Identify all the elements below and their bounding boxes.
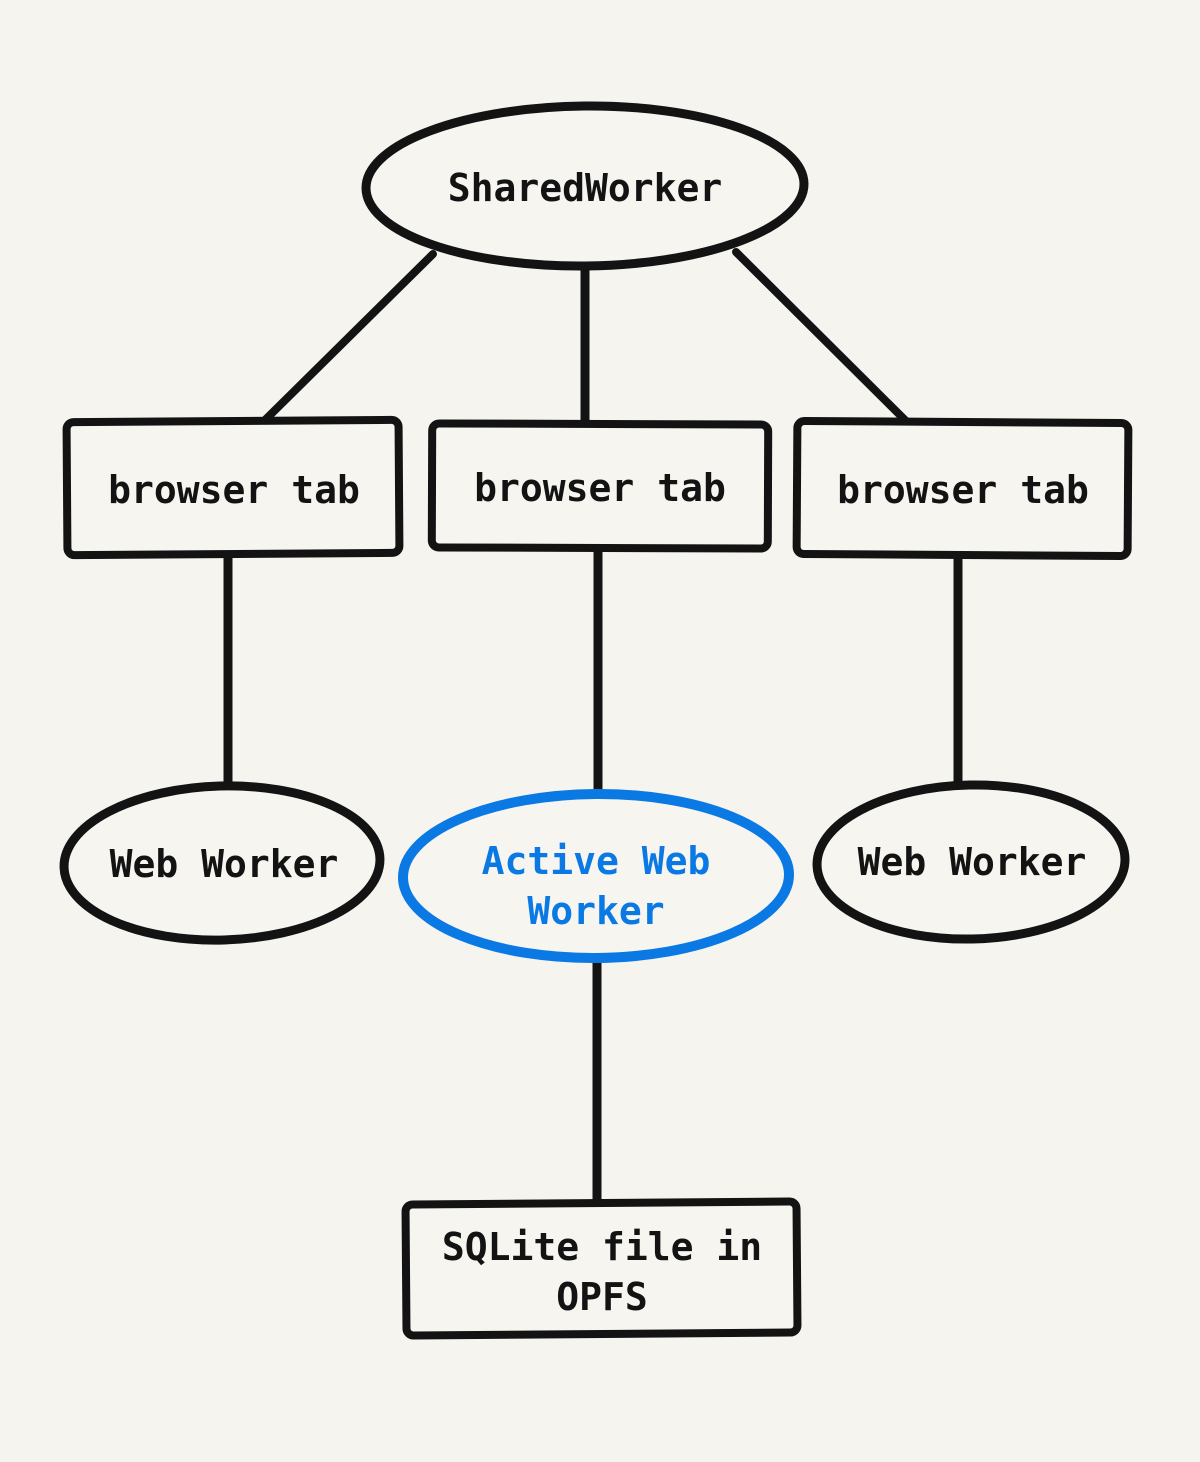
web-worker-right-ellipse: [812, 780, 1130, 944]
edge-sharedworker-to-left-tab: [258, 250, 437, 427]
browser-tab-left-label: browser tab: [108, 467, 360, 512]
web-worker-left-ellipse: [59, 781, 385, 945]
edge-sharedworker-to-right-tab: [732, 248, 912, 427]
browser-tab-right-rect: [792, 417, 1133, 560]
edge-group: [223, 248, 963, 1211]
shared-worker-label: SharedWorker: [447, 165, 723, 210]
active-web-worker-label: Active Web Worker: [481, 838, 711, 933]
shared-worker-ellipse: [361, 101, 809, 271]
active-web-worker-ellipse: [398, 788, 794, 964]
web-worker-left-label: Web Worker: [109, 841, 339, 886]
sqlite-file-rect: [401, 1197, 802, 1340]
browser-tab-middle-label: browser tab: [474, 465, 726, 510]
browser-tab-right-label: browser tab: [837, 467, 1089, 512]
sqlite-file-label: SQLite file in OPFS: [441, 1224, 763, 1319]
browser-tab-middle-rect: [427, 419, 773, 553]
browser-tab-left-rect: [62, 415, 404, 560]
web-worker-right-label: Web Worker: [857, 839, 1087, 884]
node-shape-group: [59, 101, 1133, 1340]
